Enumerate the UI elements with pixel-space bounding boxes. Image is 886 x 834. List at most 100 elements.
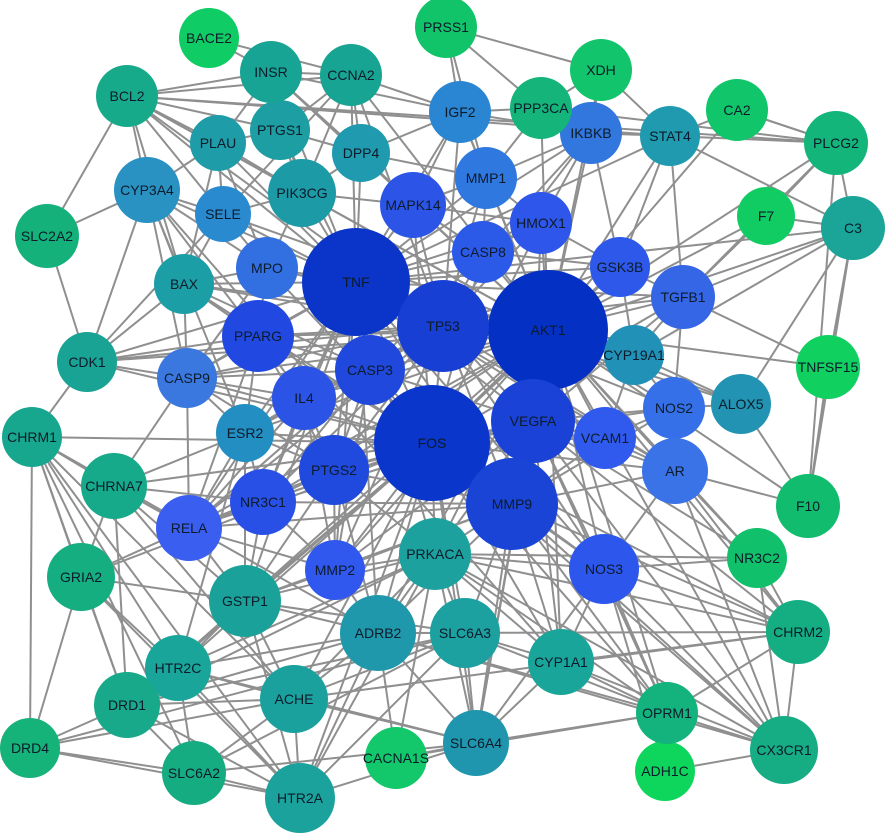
node-circle: [636, 682, 698, 744]
node-tp53[interactable]: TP53: [397, 280, 489, 372]
node-insr[interactable]: INSR: [240, 41, 302, 103]
node-ppp3ca[interactable]: PPP3CA: [510, 77, 572, 139]
node-gria2[interactable]: GRIA2: [47, 543, 115, 611]
node-rela[interactable]: RELA: [156, 495, 222, 561]
node-htr2c[interactable]: HTR2C: [145, 635, 211, 701]
node-pik3cg[interactable]: PIK3CG: [268, 159, 336, 227]
node-ccna2[interactable]: CCNA2: [320, 44, 382, 106]
node-slc6a3[interactable]: SLC6A3: [430, 598, 500, 668]
node-nr3c1[interactable]: NR3C1: [230, 469, 296, 535]
node-chrm1[interactable]: CHRM1: [2, 407, 62, 467]
node-mmp9[interactable]: MMP9: [466, 458, 558, 550]
edge-vegfa-nr3c2: [532, 420, 758, 559]
node-oprm1[interactable]: OPRM1: [636, 682, 698, 744]
node-ca2[interactable]: CA2: [706, 79, 768, 141]
node-casp3[interactable]: CASP3: [335, 335, 405, 405]
node-bax[interactable]: BAX: [154, 254, 214, 314]
node-hmox1[interactable]: HMOX1: [510, 192, 572, 254]
node-circle: [15, 204, 79, 268]
node-nos2[interactable]: NOS2: [643, 377, 705, 439]
node-prss1[interactable]: PRSS1: [415, 0, 477, 58]
node-ikbkb[interactable]: IKBKB: [560, 102, 622, 164]
node-casp8[interactable]: CASP8: [452, 221, 514, 283]
node-adrb2[interactable]: ADRB2: [340, 595, 416, 671]
node-f7[interactable]: F7: [737, 187, 795, 245]
node-circle: [569, 534, 639, 604]
node-gsk3b[interactable]: GSK3B: [590, 237, 650, 297]
node-label: XDH: [586, 62, 616, 78]
node-sele[interactable]: SELE: [195, 186, 251, 242]
node-fos[interactable]: FOS: [374, 385, 490, 501]
node-plcg2[interactable]: PLCG2: [804, 111, 868, 175]
node-pparg[interactable]: PPARG: [222, 300, 294, 372]
node-nr3c2[interactable]: NR3C2: [727, 528, 787, 588]
node-slc6a4[interactable]: SLC6A4: [443, 710, 509, 776]
node-mmp1[interactable]: MMP1: [455, 147, 517, 209]
node-gstp1[interactable]: GSTP1: [209, 565, 281, 637]
node-label: CYP3A4: [120, 182, 174, 198]
node-label: GSTP1: [222, 593, 268, 609]
node-c3[interactable]: C3: [821, 196, 885, 260]
node-vcam1[interactable]: VCAM1: [574, 407, 636, 469]
node-label: TNF: [342, 274, 369, 290]
node-alox5[interactable]: ALOX5: [711, 374, 771, 434]
node-bace2[interactable]: BACE2: [179, 8, 239, 68]
node-plau[interactable]: PLAU: [190, 115, 246, 171]
node-tnfsf15[interactable]: TNFSF15: [796, 335, 860, 399]
node-label: NR3C1: [240, 494, 286, 510]
node-label: AKT1: [530, 322, 565, 338]
edge-slc6a4-slc6a2: [193, 742, 477, 774]
node-drd4[interactable]: DRD4: [0, 718, 60, 778]
node-circle: [272, 366, 336, 430]
node-il4[interactable]: IL4: [272, 366, 336, 430]
node-circle: [510, 192, 572, 254]
node-cyp19a1[interactable]: CYP19A1: [603, 325, 665, 385]
node-circle: [195, 186, 251, 242]
node-adh1c[interactable]: ADH1C: [635, 741, 695, 801]
node-label: CYP1A1: [534, 654, 588, 670]
node-mapk14[interactable]: MAPK14: [380, 172, 446, 238]
node-casp9[interactable]: CASP9: [157, 348, 217, 408]
node-circle: [796, 335, 860, 399]
node-igf2[interactable]: IGF2: [429, 81, 491, 143]
node-label: ESR2: [227, 425, 264, 441]
node-tnf[interactable]: TNF: [302, 228, 410, 336]
node-stat4[interactable]: STAT4: [640, 106, 700, 166]
node-circle: [560, 102, 622, 164]
node-slc6a2[interactable]: SLC6A2: [162, 741, 226, 805]
node-f10[interactable]: F10: [776, 474, 840, 538]
node-ptgs2[interactable]: PTGS2: [299, 435, 369, 505]
node-cacna1s[interactable]: CACNA1S: [363, 727, 429, 789]
node-circle: [804, 111, 868, 175]
node-circle: [157, 348, 217, 408]
node-akt1[interactable]: AKT1: [488, 270, 608, 390]
node-prkaca[interactable]: PRKACA: [399, 518, 471, 590]
node-bcl2[interactable]: BCL2: [96, 65, 158, 127]
node-chrm2[interactable]: CHRM2: [766, 600, 830, 664]
edge-c3-cyp19a1: [633, 227, 854, 356]
node-circle: [335, 335, 405, 405]
node-cx3cr1[interactable]: CX3CR1: [750, 716, 818, 784]
node-dpp4[interactable]: DPP4: [332, 124, 390, 182]
node-ache[interactable]: ACHE: [260, 665, 328, 733]
node-ar[interactable]: AR: [642, 438, 708, 504]
node-label: SLC6A4: [450, 735, 502, 751]
node-tgfb1[interactable]: TGFB1: [651, 265, 715, 329]
node-cdk1[interactable]: CDK1: [57, 332, 117, 392]
node-chrna7[interactable]: CHRNA7: [81, 453, 147, 519]
node-cyp1a1[interactable]: CYP1A1: [528, 629, 594, 695]
node-mmp2[interactable]: MMP2: [305, 540, 365, 600]
node-ptgs1[interactable]: PTGS1: [250, 100, 310, 160]
node-esr2[interactable]: ESR2: [216, 404, 274, 462]
node-htr2a[interactable]: HTR2A: [265, 763, 335, 833]
node-vegfa[interactable]: VEGFA: [491, 379, 575, 463]
node-circle: [635, 741, 695, 801]
node-nos3[interactable]: NOS3: [569, 534, 639, 604]
node-drd1[interactable]: DRD1: [94, 672, 160, 738]
node-slc2a2[interactable]: SLC2A2: [15, 204, 79, 268]
node-mpo[interactable]: MPO: [236, 237, 298, 299]
node-cyp3a4[interactable]: CYP3A4: [114, 157, 180, 223]
node-circle: [737, 187, 795, 245]
node-xdh[interactable]: XDH: [570, 39, 632, 101]
